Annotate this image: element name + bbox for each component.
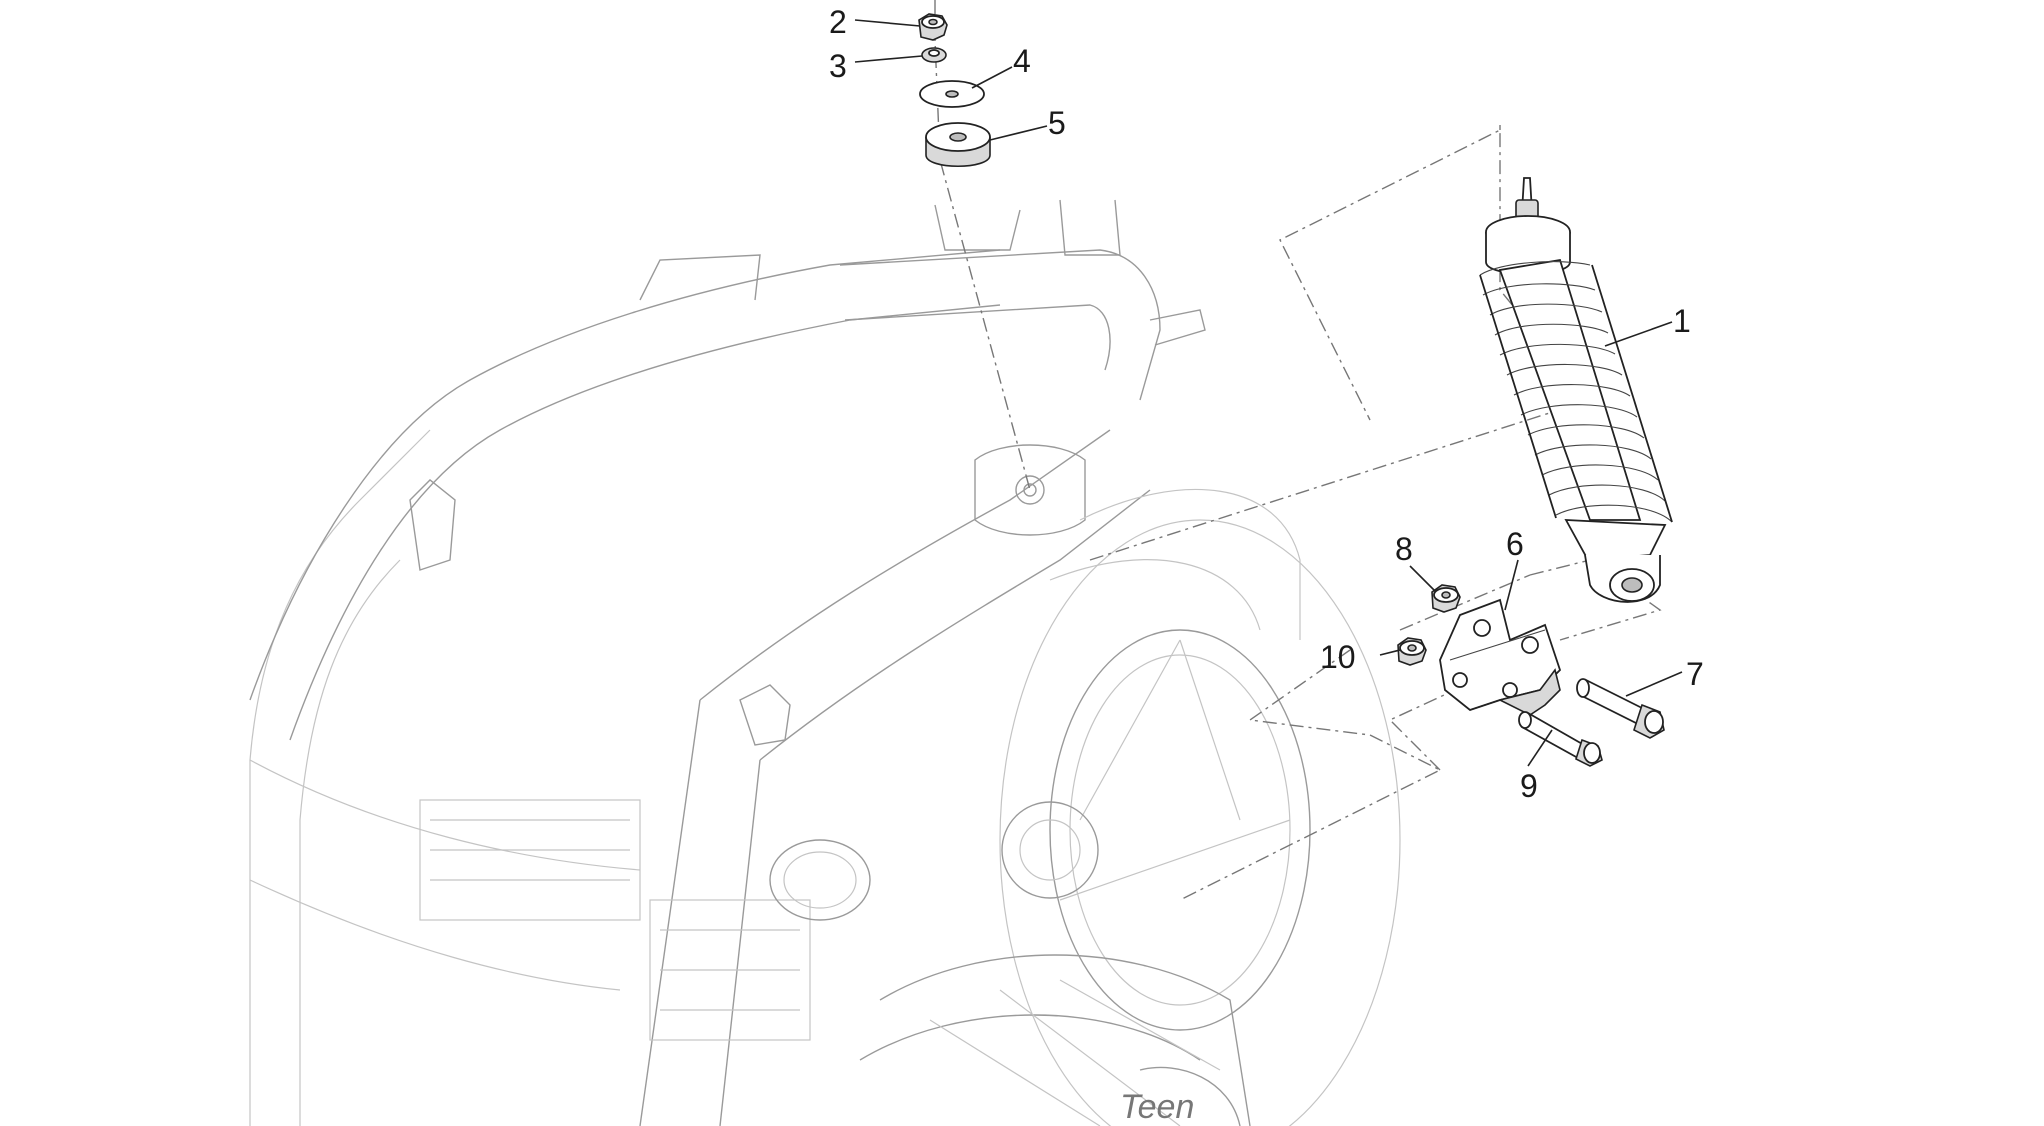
- callout-1: 1: [1673, 303, 1691, 339]
- part-flat-washer-4: [919, 80, 985, 108]
- part-nut-10: [1397, 637, 1427, 666]
- callout-3: 3: [829, 48, 847, 84]
- callout-4: 4: [1013, 43, 1031, 79]
- part-shock-absorber-1: [1479, 177, 1673, 603]
- part-nut-2: [918, 13, 948, 41]
- part-nut-8: [1431, 584, 1461, 613]
- leader-lines: [854, 19, 1683, 767]
- callout-5: 5: [1048, 105, 1066, 141]
- part-bracket-6: [1439, 598, 1562, 716]
- part-bolt-9: [1518, 711, 1603, 767]
- callout-labels: 2 3 4 5 1 8 6 10 7 9: [829, 4, 1704, 804]
- callout-6: 6: [1506, 526, 1524, 562]
- callout-7: 7: [1686, 656, 1704, 692]
- part-washer-3: [921, 47, 947, 63]
- vehicle-frame: Teen: [249, 199, 1401, 1126]
- assembly-lines: [934, 0, 1662, 901]
- callout-8: 8: [1395, 531, 1413, 567]
- callout-2: 2: [829, 4, 847, 40]
- callout-10: 10: [1320, 639, 1356, 675]
- part-bolt-7: [1576, 678, 1665, 739]
- callout-9: 9: [1520, 768, 1538, 804]
- frame-logo-text: Teen: [1120, 1088, 1194, 1126]
- part-rubber-bush-5: [925, 122, 991, 168]
